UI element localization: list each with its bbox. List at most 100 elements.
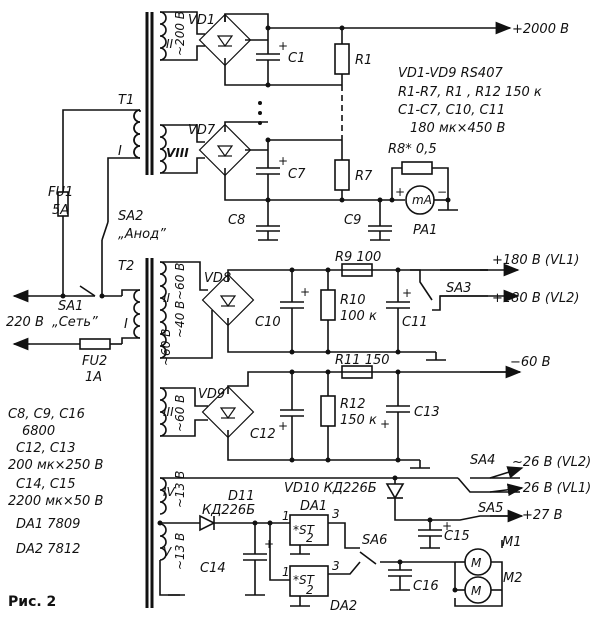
c8-label: C8 <box>228 213 245 228</box>
c10-plus: + <box>300 285 310 299</box>
c9-label: C9 <box>344 213 361 228</box>
r10-label: R10 <box>340 293 366 308</box>
transformer-t2 <box>121 258 167 608</box>
da2-pin2: 2 <box>306 583 314 597</box>
legend-line-7: DA1 7809 <box>16 517 80 532</box>
c13-label: C13 <box>414 405 440 420</box>
legend-line-1: C8, C9, C16 <box>8 407 85 422</box>
r1-label: R1 <box>355 53 372 68</box>
t1-w2-label: II <box>166 37 174 51</box>
da1-pin1: 1 <box>282 509 290 523</box>
t2-primary-label: I <box>124 317 128 332</box>
t1-w2-voltage: ~200 В <box>173 11 187 56</box>
vd8-label: VD8 <box>204 271 231 286</box>
output-26-vl2: ~26 В (VL2) <box>512 455 591 470</box>
c13-plus: + <box>380 417 390 431</box>
output-26-vl1: ~26 В (VL1) <box>512 481 591 496</box>
legend-line-8: DA2 7812 <box>16 542 80 557</box>
c11-label: C11 <box>402 315 428 330</box>
note-3: C1-C7, C10, C11 <box>398 103 505 118</box>
minus-60-supply <box>160 365 522 469</box>
meter-minus: − <box>437 185 447 199</box>
sa1-name: „Сеть” <box>52 315 98 330</box>
c15-label: C15 <box>444 529 470 544</box>
sa2-label: SA2 <box>118 209 143 224</box>
t2-w2-mid: ~40 В <box>173 301 187 338</box>
t2-w2-voltage: ~60 В <box>173 263 187 300</box>
note-1: VD1-VD9 RS407 <box>398 66 503 81</box>
output-180-vl1: +180 В (VL1) <box>492 253 579 268</box>
r11-label: R11 150 <box>335 353 390 368</box>
plus-180-supply <box>160 261 520 361</box>
t1-label: T1 <box>118 93 134 108</box>
meter-plus: + <box>395 185 405 199</box>
mains-circuit <box>12 109 140 351</box>
c16-label: C16 <box>413 579 439 594</box>
c14-plus: + <box>264 537 274 551</box>
r12-value: 150 к <box>340 413 377 428</box>
fu1-value: 5A <box>52 203 69 218</box>
da2-pin3: 3 <box>332 559 340 573</box>
fu2-label: FU2 <box>82 354 107 369</box>
vd10-label: VD10 КД226Б <box>284 481 377 496</box>
t1-w8-label: VIII <box>166 146 189 160</box>
c11-plus: + <box>402 286 412 300</box>
output-180-vl2: +180 В (VL2) <box>492 291 579 306</box>
legend-line-2: 6800 <box>22 424 55 439</box>
sa5-label: SA5 <box>478 501 503 516</box>
note-2: R1-R7, R1 , R12 150 к <box>398 85 542 100</box>
sa6-label: SA6 <box>362 533 387 548</box>
mains-voltage: 220 В <box>6 315 44 330</box>
vd7-label: VD7 <box>188 123 216 138</box>
t2-w2-label: II <box>163 291 171 305</box>
transformer-t1 <box>133 11 167 175</box>
da2-pin1: 1 <box>282 565 290 579</box>
t2-label: T2 <box>118 259 134 274</box>
meter-ma: mA <box>412 193 432 207</box>
da1-label: DA1 <box>300 499 327 514</box>
r9-label: R9 100 <box>335 250 381 265</box>
t2-w5-voltage: ~13 В <box>173 533 187 570</box>
note-4: 180 мк×450 В <box>410 121 505 136</box>
da1-pin2: 2 <box>306 531 314 545</box>
d11-label: D11 <box>228 489 255 504</box>
low-voltage-section <box>157 466 524 607</box>
d11-type: КД226Б <box>202 503 255 518</box>
vd9-label: VD9 <box>198 387 225 402</box>
fu1-label: FU1 <box>48 185 73 200</box>
r8-label: R8* 0,5 <box>388 142 437 157</box>
c10-label: C10 <box>255 315 281 330</box>
legend-line-4: 200 мк×250 В <box>8 458 103 473</box>
m1-symbol: M <box>471 556 482 570</box>
m2-symbol: M <box>471 584 482 598</box>
pa1-label: PA1 <box>413 223 437 238</box>
sa3-label: SA3 <box>446 281 471 296</box>
c1-plus: + <box>278 39 288 53</box>
da1-pin3: 3 <box>332 507 340 521</box>
c14-label: C14 <box>200 561 226 576</box>
c7-plus: + <box>278 154 288 168</box>
t2-w4-label: IV <box>163 485 176 499</box>
c7-label: C7 <box>288 167 306 182</box>
c12-plus: + <box>278 419 288 433</box>
vd1-label: VD1 <box>188 13 215 28</box>
da2-label: DA2 <box>330 599 357 614</box>
t2-w3-voltage: ~60 В <box>173 395 187 432</box>
output-minus-60: −60 В <box>510 355 551 370</box>
sa1-label: SA1 <box>58 299 83 314</box>
t2-w4-voltage: ~13 В <box>173 471 187 508</box>
figure-label: Рис. 2 <box>8 594 56 610</box>
t2-w5-label: V <box>163 545 172 559</box>
r12-label: R12 <box>340 397 366 412</box>
da1-st: *ST <box>293 523 316 537</box>
output-plus-27: +27 В <box>522 508 563 523</box>
hv-output-label: +2000 В <box>512 22 569 37</box>
t1-secondary-wiring <box>160 11 512 241</box>
m2-label: M2 <box>503 571 523 586</box>
c15-plus: + <box>442 519 452 533</box>
r7-label: R7 <box>355 169 373 184</box>
legend-line-6: 2200 мк×50 В <box>8 494 103 509</box>
c12-label: C12 <box>250 427 276 442</box>
t2-w3-label: III <box>163 405 174 419</box>
